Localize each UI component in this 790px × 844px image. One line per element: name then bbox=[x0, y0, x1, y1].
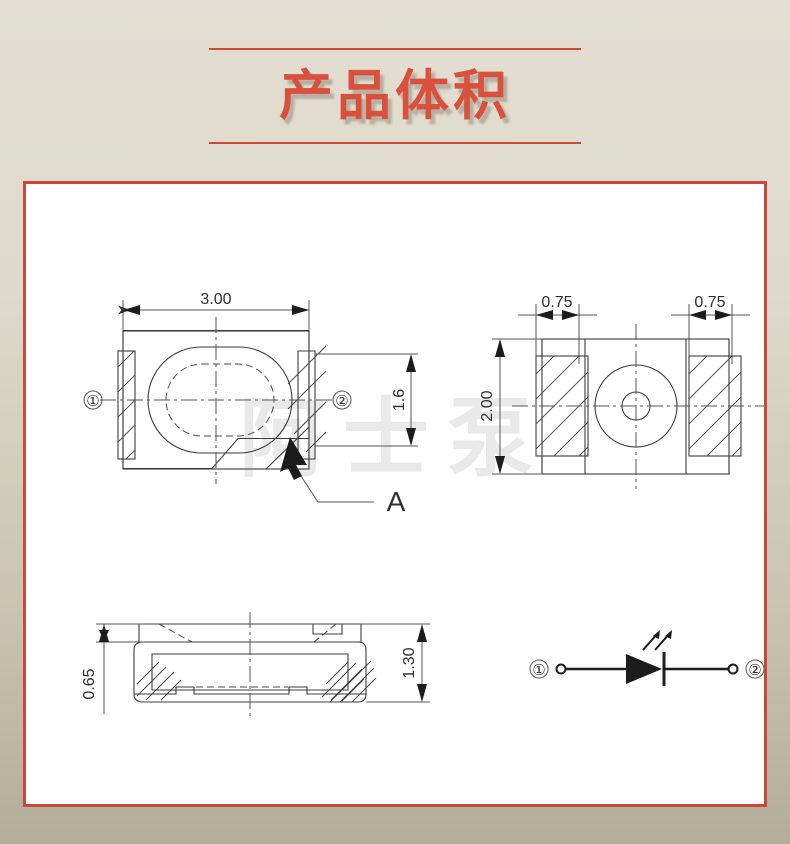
terminal-marker-1-label: ① bbox=[86, 392, 99, 410]
base-height-dimension-label: 0.65 bbox=[81, 668, 98, 699]
title-rule-top bbox=[209, 48, 581, 50]
circuit-terminal-1: ① bbox=[529, 659, 549, 679]
detail-marker-a-label: A bbox=[387, 486, 406, 517]
bottom-pad-right bbox=[688, 339, 742, 474]
terminal-marker-2-label: ② bbox=[335, 392, 348, 410]
circuit-node-left bbox=[555, 663, 567, 675]
side-view-hidden-left bbox=[158, 623, 193, 643]
page-title: 产品体积 bbox=[279, 64, 511, 127]
side-view-group: 0.65 1.30 bbox=[81, 612, 430, 717]
title-rule-bottom bbox=[209, 142, 581, 144]
total-height-dimension-label: 1.30 bbox=[401, 647, 418, 678]
side-view-hidden-right bbox=[313, 623, 337, 643]
side-view-hatch-left bbox=[136, 661, 182, 701]
side-view-foot-profile bbox=[134, 686, 366, 695]
title-block: 产品体积 bbox=[209, 48, 581, 144]
technical-drawing: 3.00 bbox=[81, 291, 764, 717]
top-view-group: 3.00 bbox=[83, 291, 418, 517]
detail-marker-a: A bbox=[280, 437, 406, 517]
width-dimension-label: 3.00 bbox=[200, 291, 231, 308]
led-circuit-diagram-group: ① ② bbox=[529, 630, 764, 686]
terminal-pad-left bbox=[117, 350, 136, 460]
diode-triangle bbox=[626, 654, 662, 684]
circuit-node-right bbox=[727, 663, 739, 675]
circuit-terminal-2: ② bbox=[745, 659, 764, 679]
bottom-view-group: 0.75 0.75 bbox=[479, 294, 764, 489]
terminal-pad-right bbox=[287, 345, 327, 460]
terminal-marker-2: ② bbox=[332, 390, 352, 410]
light-emission-arrows bbox=[642, 630, 672, 651]
depth-dimension-label: 2.00 bbox=[479, 390, 496, 421]
pad-width-right-dimension-label: 0.75 bbox=[694, 294, 725, 311]
bottom-pad-left bbox=[535, 339, 589, 474]
drawing-panel: 阿士泵 bbox=[23, 181, 767, 807]
side-view-hatch-right bbox=[321, 661, 365, 702]
circuit-terminal-1-label: ① bbox=[532, 661, 545, 679]
height-dimension-label: 1.6 bbox=[391, 389, 408, 411]
pad-width-left-dimension-label: 0.75 bbox=[541, 294, 572, 311]
circuit-terminal-2-label: ② bbox=[748, 661, 761, 679]
drawing-panel-inner: 阿士泵 bbox=[26, 184, 764, 804]
terminal-marker-1: ① bbox=[83, 390, 103, 410]
